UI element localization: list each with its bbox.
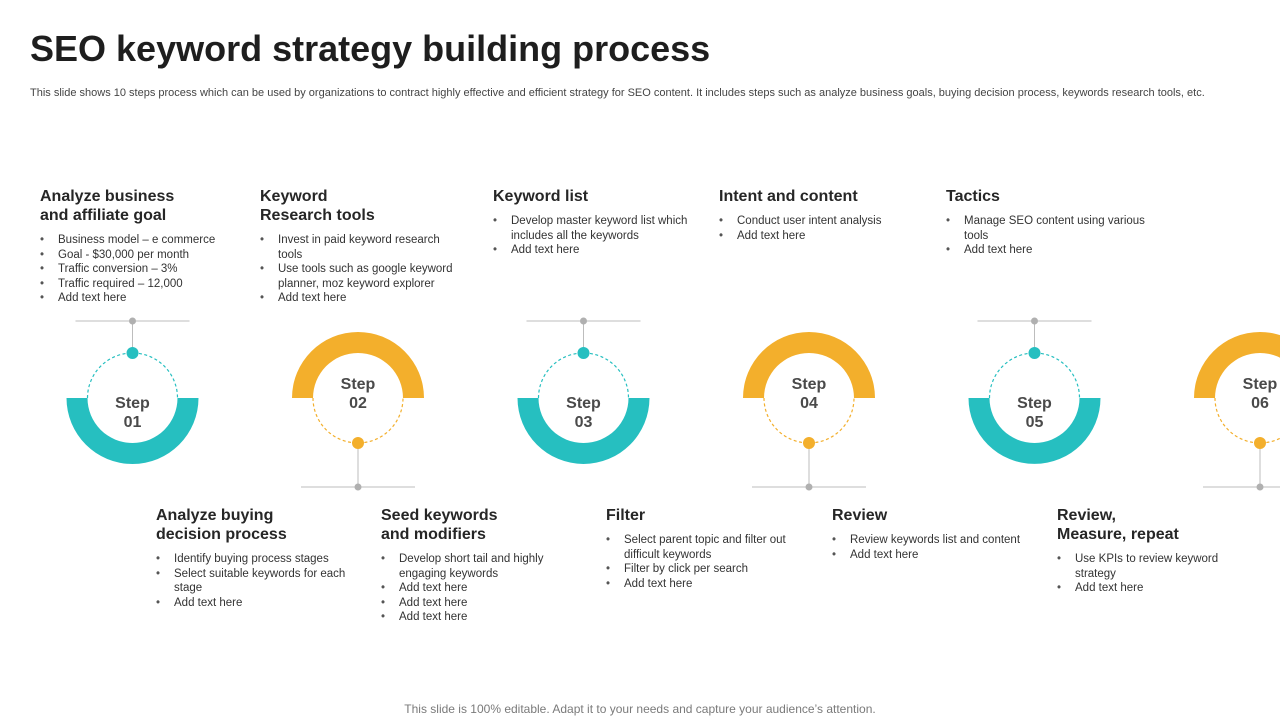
bullet-item: Develop master keyword list which includ… [493,214,698,243]
step-label-word: Step [1017,395,1052,412]
top-block-step-9: TacticsManage SEO content using various … [946,187,1151,258]
bullet-item: Add text here [156,596,361,611]
step-label-word: Step [115,395,150,412]
bottom-block-step-4: Seed keywords and modifiersDevelop short… [381,506,586,625]
page-title: SEO keyword strategy building process [30,28,711,69]
step-label-word: Step [566,395,601,412]
bullet-item: Review keywords list and content [832,533,1037,548]
bullet-list: Invest in paid keyword research toolsUse… [260,233,465,306]
bullet-item: Add text here [381,581,586,596]
bullet-list: Manage SEO content using various toolsAd… [946,214,1151,258]
step-arc [743,332,875,398]
bullet-item: Add text here [606,577,811,592]
bullet-list: Develop master keyword list which includ… [493,214,698,258]
step-arc [66,398,199,464]
step-dashed-arc [1214,397,1280,444]
bullet-item: Use tools such as google keyword planner… [260,262,465,291]
connector-dot [1256,483,1264,491]
bullet-item: Select suitable keywords for each stage [156,567,361,596]
step-dot [352,437,364,449]
connector-dot [805,483,813,491]
block-heading: Analyze buying decision process [156,507,287,543]
step-dashed-arc [312,397,404,444]
bullet-item: Add text here [719,229,924,244]
bullet-item: Traffic conversion – 3% [40,262,245,277]
bullet-item: Manage SEO content using various tools [946,214,1151,243]
bullet-item: Add text here [1057,581,1262,596]
bullet-item: Add text here [260,291,465,306]
step-dashed-arc [988,352,1081,399]
step-dot [126,347,139,359]
bullet-list: Use KPIs to review keyword strategyAdd t… [1057,552,1262,596]
bullet-item: Traffic required – 12,000 [40,277,245,292]
step-dashed-arc [763,397,855,444]
bullet-list: Select parent topic and filter out diffi… [606,533,811,591]
step-label-number: 02 [349,395,367,412]
block-heading: Analyze business and affiliate goal [40,188,175,224]
step-dot [1254,437,1266,449]
block-heading: Intent and content [719,188,858,205]
step-label-number: 03 [575,414,593,431]
step-label-word: Step [1243,376,1278,393]
block-heading: Review, Measure, repeat [1057,507,1179,543]
bullet-item: Add text here [493,243,698,258]
bullet-item: Goal - $30,000 per month [40,248,245,263]
block-heading: Seed keywords and modifiers [381,507,498,543]
step-label-number: 05 [1026,414,1044,431]
bullet-list: Develop short tail and highly engaging k… [381,552,586,625]
bullet-item: Filter by click per search [606,562,811,577]
step-dot [577,347,590,359]
bottom-block-step-2: Analyze buying decision processIdentify … [156,506,361,610]
bullet-item: Add text here [832,548,1037,563]
connector-dot [1031,317,1038,325]
step-dashed-arc [86,352,179,399]
block-heading: Review [832,507,888,524]
block-heading: Filter [606,507,646,524]
top-block-step-7: Intent and contentConduct user intent an… [719,187,924,243]
top-block-step-1: Analyze business and affiliate goalBusin… [40,187,245,306]
top-block-step-5: Keyword listDevelop master keyword list … [493,187,698,258]
top-block-step-3: Keyword Research toolsInvest in paid key… [260,187,465,306]
bullet-item: Add text here [381,596,586,611]
bullet-item: Conduct user intent analysis [719,214,924,229]
bullet-list: Review keywords list and contentAdd text… [832,533,1037,562]
connector-dot [354,483,362,491]
bullet-item: Business model – e commerce [40,233,245,248]
page-subtitle: This slide shows 10 steps process which … [30,87,1205,99]
step-dashed-arc [537,352,630,399]
connector-dot [580,317,587,325]
block-heading: Keyword list [493,188,589,205]
step-arc [517,398,650,464]
step-arc [292,332,424,398]
step-label-word: Step [792,376,827,393]
connector-dot [129,317,136,325]
bullet-item: Use KPIs to review keyword strategy [1057,552,1262,581]
step-arc [968,398,1101,464]
step-label-number: 06 [1251,395,1269,412]
bullet-item: Identify buying process stages [156,552,361,567]
bullet-item: Add text here [946,243,1151,258]
step-label-word: Step [341,376,376,393]
step-dot [1028,347,1041,359]
bullet-list: Business model – e commerceGoal - $30,00… [40,233,245,306]
step-label-number: 04 [800,395,818,412]
block-heading: Keyword Research tools [260,188,375,224]
bullet-list: Identify buying process stagesSelect sui… [156,552,361,610]
bullet-list: Conduct user intent analysisAdd text her… [719,214,924,243]
bottom-block-step-6: FilterSelect parent topic and filter out… [606,506,811,591]
bottom-block-step-10: Review, Measure, repeatUse KPIs to revie… [1057,506,1262,596]
step-dot [803,437,815,449]
bullet-item: Develop short tail and highly engaging k… [381,552,586,581]
bullet-item: Select parent topic and filter out diffi… [606,533,811,562]
block-heading: Tactics [946,188,1000,205]
footer-note: This slide is 100% editable. Adapt it to… [404,702,876,716]
step-arc [1194,332,1280,398]
bullet-item: Invest in paid keyword research tools [260,233,465,262]
bullet-item: Add text here [40,291,245,306]
step-label-number: 01 [124,414,142,431]
bullet-item: Add text here [381,610,586,625]
bottom-block-step-8: ReviewReview keywords list and contentAd… [832,506,1037,562]
